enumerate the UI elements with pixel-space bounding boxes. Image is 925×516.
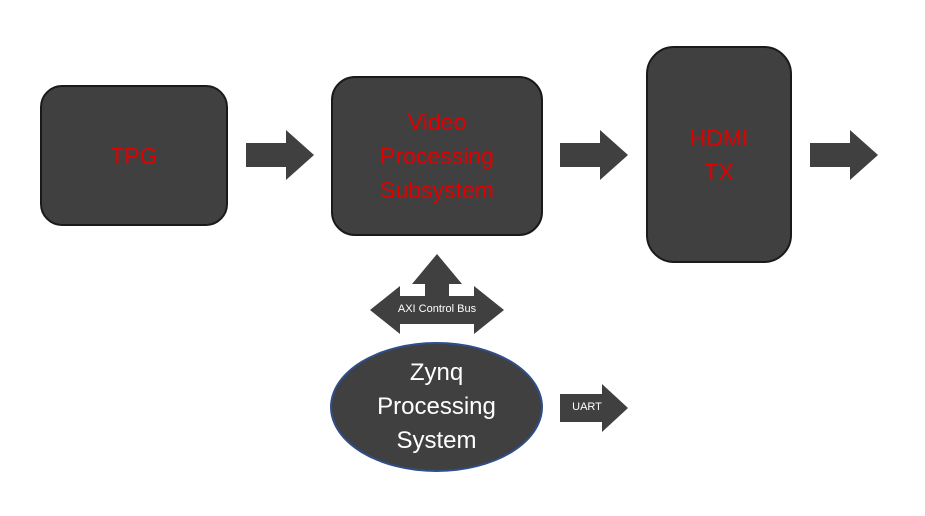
zynq-processing-system-label: Zynq Processing System: [377, 359, 496, 454]
video-processing-subsystem-label: Video Processing Subsystem: [380, 109, 494, 203]
hdmi-tx-label: HDMI TX: [689, 124, 749, 185]
video-processing-subsystem-block: Video Processing Subsystem: [331, 76, 543, 236]
uart-label: UART: [572, 401, 602, 413]
axi-control-bus-label: AXI Control Bus: [397, 303, 477, 315]
arrow-tpg-to-vps: [246, 130, 314, 180]
axi-control-bus-arrow: [370, 254, 504, 334]
hdmi-tx-block: HDMI TX: [646, 46, 792, 263]
arrow-hdmi-out: [810, 130, 878, 180]
tpg-label: TPG: [110, 142, 158, 169]
zynq-processing-system-ellipse: Zynq Processing System: [330, 342, 543, 472]
arrow-vps-to-hdmi: [560, 130, 628, 180]
tpg-block: TPG: [40, 85, 228, 226]
uart-arrow: [560, 384, 628, 432]
